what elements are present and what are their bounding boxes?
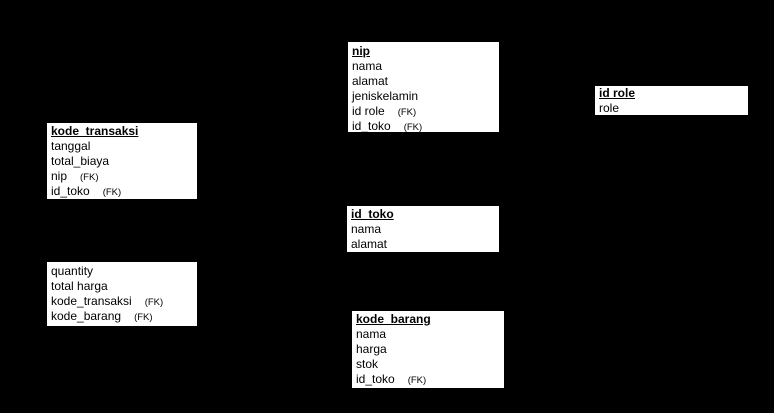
field-row: total_biaya: [51, 154, 197, 169]
fk-label: (FK): [134, 312, 153, 323]
entity-quantity: quantity total harga kode_transaksi(FK) …: [47, 262, 197, 326]
fk-label: (FK): [102, 187, 122, 198]
field-name: nama: [352, 59, 383, 73]
field-name: alamat: [352, 74, 389, 88]
fk-label: (FK): [403, 122, 423, 132]
entity-title: id_toko: [351, 207, 499, 222]
field-name: quantity: [51, 264, 94, 278]
entity-title: kode_transaksi: [51, 124, 197, 139]
field-name: harga: [356, 342, 387, 356]
field-row: alamat: [351, 237, 499, 252]
field-name: kode_transaksi: [51, 294, 132, 308]
field-row: id role (FK): [352, 104, 499, 119]
field-name: stok: [356, 357, 379, 371]
field-row: id_toko (FK): [352, 119, 499, 132]
field-name: id_toko: [356, 372, 395, 386]
field-row: quantity: [51, 264, 197, 279]
field-row: id_toko (FK): [356, 372, 504, 387]
field-name: id role: [352, 104, 385, 118]
fk-label: (FK): [144, 297, 164, 308]
field-row: nama: [351, 222, 499, 237]
field-name: role: [599, 101, 620, 115]
field-row: stok: [356, 357, 504, 372]
entity-kode-barang: kode_barang nama harga stok id_toko (FK): [352, 311, 504, 388]
field-name: alamat: [351, 237, 388, 251]
field-name: id_toko: [51, 184, 90, 198]
field-name: nama: [356, 327, 387, 341]
field-row: nama: [356, 327, 504, 342]
entity-title-text: id role: [599, 86, 636, 100]
entity-title: nip: [352, 44, 499, 59]
field-name: nip: [51, 169, 68, 183]
fk-label: (FK): [407, 375, 427, 386]
field-row: id_toko (FK): [51, 184, 197, 199]
entity-title-text: id_toko: [351, 207, 394, 221]
entity-title: id role: [599, 86, 748, 101]
field-row: alamat: [352, 74, 499, 89]
field-row: tanggal: [51, 139, 197, 154]
entity-title-text: kode_barang: [356, 312, 431, 326]
fk-label: (FK): [397, 107, 417, 118]
field-name: id_toko: [352, 119, 391, 132]
field-row: kode_transaksi (FK): [51, 294, 197, 309]
field-row: harga: [356, 342, 504, 357]
entity-id-role: id role role: [595, 86, 748, 115]
field-row: nama: [352, 59, 499, 74]
field-row: nip (FK): [51, 169, 197, 184]
field-name: total_biaya: [51, 154, 110, 168]
entity-kode-transaksi: kode_transaksi tanggal total_biaya nip (F…: [47, 123, 197, 199]
entity-title-text: kode_transaksi: [51, 124, 139, 138]
entity-id-toko: id_toko nama alamat: [347, 206, 499, 252]
fk-label: (FK): [80, 172, 99, 183]
entity-title: kode_barang: [356, 312, 504, 327]
entity-nip: nip nama alamat jeniskelamin id role (FK)…: [348, 42, 499, 132]
field-name: tanggal: [51, 139, 91, 153]
field-row: role: [599, 101, 748, 115]
field-name: kode_barang: [51, 309, 122, 323]
field-row: kode_barang (FK): [51, 309, 197, 324]
field-name: total harga: [51, 279, 108, 293]
entity-title-text: nip: [352, 44, 370, 58]
field-row: total harga: [51, 279, 197, 294]
field-name: nama: [351, 222, 382, 236]
field-row: jeniskelamin: [352, 89, 499, 104]
field-name: jeniskelamin: [352, 89, 419, 103]
